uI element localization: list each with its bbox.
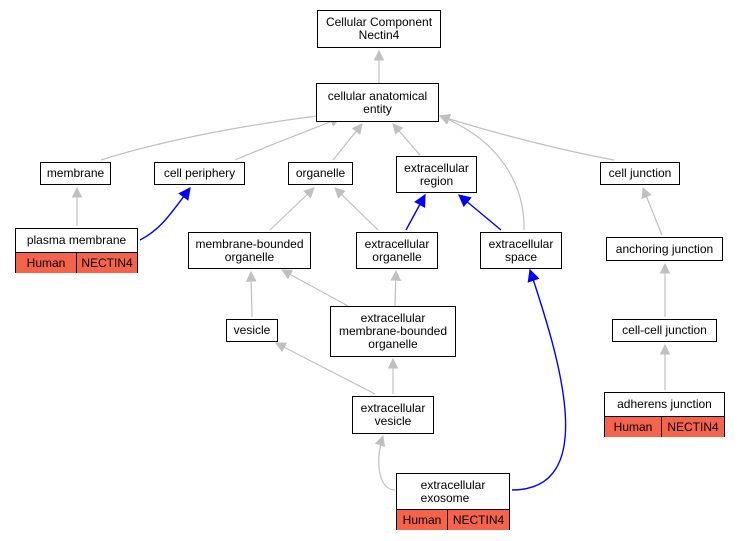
edge-extracellular-exosome-to-extracellular-space (511, 268, 567, 491)
node-es-line2: space (504, 249, 537, 264)
edge-membrane-bounded-organelle-to-organelle (269, 187, 315, 231)
extracellular-exosome-gene: NECTIN4 (448, 510, 509, 530)
edge-extracellular-organelle-to-organelle (334, 187, 379, 231)
node-cell-cell-junction[interactable]: cell-cell junction (612, 319, 717, 342)
edge-vesicle-to-membrane-bounded-organelle (245, 270, 257, 318)
node-vesicle[interactable]: vesicle (226, 319, 278, 342)
edge-extracellular-space-to-cellular-anatomical-entity (438, 114, 525, 231)
node-es-line1: extracellular (488, 236, 554, 251)
node-cae-line1: cellular anatomical (327, 88, 428, 103)
extracellular-exosome-line1: extracellular (420, 477, 486, 492)
node-anchoring-junction[interactable]: anchoring junction (606, 237, 723, 261)
edge-extracellular-membrane-bounded-organelle-to-extracellular-organelle (390, 269, 402, 307)
extracellular-exosome-line2: exosome (420, 490, 470, 505)
node-eo-line2: organelle (372, 249, 422, 264)
plasma-membrane-gene: NECTIN4 (77, 253, 137, 273)
adherens-junction-annotation-row: Human NECTIN4 (605, 417, 724, 437)
adherens-junction-title: adherens junction (605, 393, 724, 417)
plasma-membrane-species: Human (16, 253, 77, 273)
edge-membrane-to-cellular-anatomical-entity (100, 109, 337, 161)
extracellular-exosome-annotation-row: Human NECTIN4 (397, 510, 509, 530)
node-root-line2: Nectin4 (358, 28, 400, 42)
edge-extracellular-organelle-to-extracellular-region (405, 193, 426, 231)
node-mbo-line2: organelle (224, 249, 275, 264)
edge-layer (71, 49, 671, 491)
edge-cell-junction-to-cellular-anatomical-entity (438, 113, 615, 161)
adherens-junction-gene: NECTIN4 (662, 417, 724, 437)
edge-extracellular-space-to-extracellular-region (458, 194, 502, 231)
edge-organelle-to-cellular-anatomical-entity (332, 123, 363, 161)
edge-extracellular-exosome-to-extracellular-vesicle (374, 434, 396, 491)
edge-extracellular-membrane-bounded-organelle-to-membrane-bounded-organelle (281, 269, 349, 307)
node-er-line2: region (419, 173, 454, 188)
node-ev-line2: vesicle (374, 414, 412, 428)
node-cae-line2: entity (363, 101, 392, 116)
node-cell-periphery-label: cell periphery (163, 166, 236, 180)
edge-anchoring-junction-to-cell-junction (641, 186, 663, 236)
node-vesicle-label: vesicle (233, 323, 271, 337)
node-cell-junction[interactable]: cell junction (600, 162, 680, 185)
edge-extracellular-vesicle-to-vesicle (275, 342, 376, 395)
node-cell-junction-label: cell junction (608, 166, 672, 180)
node-cell-cell-junction-label: cell-cell junction (622, 323, 707, 337)
node-er-line1: extracellular (404, 160, 469, 175)
node-plasma-membrane[interactable]: plasma membrane Human NECTIN4 (15, 228, 138, 273)
plasma-membrane-title: plasma membrane (16, 229, 137, 253)
node-cell-periphery[interactable]: cell periphery (154, 162, 245, 185)
node-membrane[interactable]: membrane (40, 162, 111, 185)
node-organelle[interactable]: organelle (288, 162, 353, 185)
node-eo-line1: extracellular (364, 236, 430, 251)
node-anchoring-junction-label: anchoring junction (615, 241, 714, 256)
adherens-junction-species: Human (605, 417, 662, 437)
node-adherens-junction[interactable]: adherens junction Human NECTIN4 (604, 392, 725, 437)
edge-extracellular-region-to-cellular-anatomical-entity (392, 123, 421, 156)
edge-cell-periphery-to-cellular-anatomical-entity (234, 116, 342, 161)
node-embo-line1: extracellular (360, 311, 426, 325)
node-organelle-label: organelle (295, 166, 346, 180)
node-mbo-line1: membrane-bounded (195, 236, 304, 251)
edge-plasma-membrane-to-cell-periphery (139, 186, 191, 241)
node-embo-line2: membrane-bounded (338, 324, 448, 338)
node-root-line1: Cellular Component (325, 15, 433, 29)
plasma-membrane-annotation-row: Human NECTIN4 (16, 253, 137, 273)
extracellular-exosome-species: Human (397, 510, 448, 530)
node-embo-line3: organelle (368, 337, 418, 351)
node-ev-line1: extracellular (360, 401, 426, 415)
node-membrane-label: membrane (46, 166, 105, 180)
